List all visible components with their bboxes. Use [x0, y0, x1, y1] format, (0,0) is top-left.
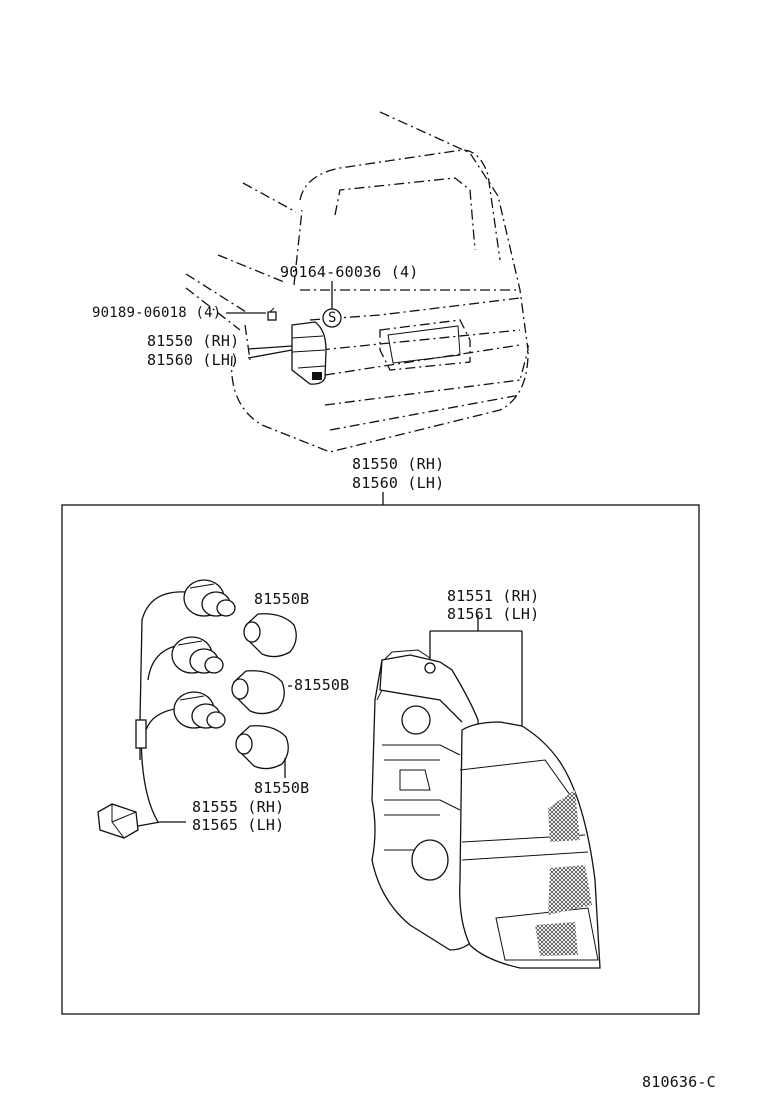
lamp-rh-label: 81550 (RH) [147, 332, 240, 350]
top-leader-lines [226, 281, 384, 505]
bulb-socket-icon [183, 579, 236, 617]
assembly-rh-label: 81550 (RH) [352, 455, 445, 473]
bulb-top-label: 81550B [254, 590, 310, 608]
socket-lh-label: 81565 (LH) [192, 816, 285, 834]
assembly-lh-label: 81560 (LH) [352, 474, 445, 492]
lamp-lh-label: 81560 (LH) [147, 351, 240, 369]
lamp-lens [459, 721, 601, 969]
vehicle-rear-outline [185, 111, 529, 453]
lens-leader-lines [429, 615, 523, 726]
bulb-icon [235, 725, 289, 770]
lamp-housing [371, 649, 481, 951]
bulb-icon [243, 613, 297, 658]
bulb-mid-label: 81550B [294, 676, 350, 694]
bulb-icon [231, 670, 285, 715]
assembly-frame [61, 504, 700, 1015]
socket-rh-label: 81555 (RH) [192, 798, 285, 816]
component-leader-lines [160, 685, 292, 823]
figure-code: 810636-C [642, 1073, 716, 1091]
screw-part-label: 90164-60036 (4) [280, 263, 419, 281]
clip-part-label: 90189-06018 (4) [92, 305, 222, 321]
lens-rh-label: 81551 (RH) [447, 587, 540, 605]
s-marker-label: S [328, 310, 337, 326]
socket-wiring-harness [97, 591, 187, 839]
bulb-bottom-label: 81550B [254, 779, 310, 797]
bulb-socket-icon [173, 691, 226, 729]
bulb-socket-icon [171, 636, 224, 674]
lens-lh-label: 81561 (LH) [447, 605, 540, 623]
clip-icon [267, 307, 277, 321]
